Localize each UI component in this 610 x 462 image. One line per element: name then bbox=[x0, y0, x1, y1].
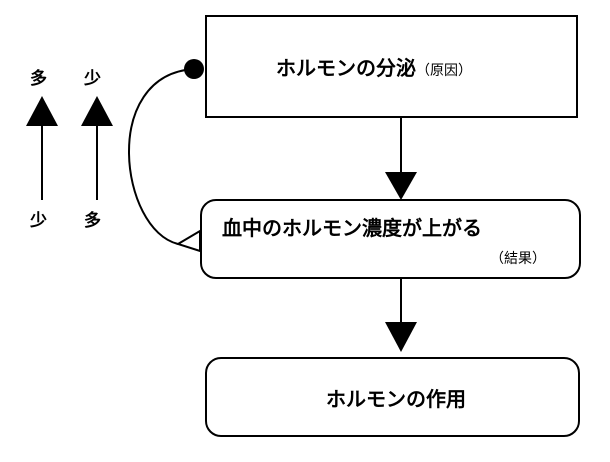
concentration-label: 血中のホルモン濃度が上がる bbox=[222, 216, 482, 240]
feedback-loop-curve bbox=[128, 68, 195, 245]
arrow-secretion-to-concentration-head bbox=[385, 172, 417, 200]
legend-arrow-2-head bbox=[81, 96, 113, 126]
secretion-note: （原因） bbox=[416, 63, 472, 79]
concentration-box bbox=[200, 199, 581, 279]
legend-2-top-label: 少 bbox=[84, 69, 101, 89]
action-box bbox=[205, 357, 580, 437]
legend-2-bottom-label: 多 bbox=[84, 211, 101, 231]
secretion-label-wrap: ホルモンの分泌（原因） bbox=[276, 52, 472, 81]
feedback-loop-start-dot bbox=[184, 59, 204, 79]
action-label: ホルモンの作用 bbox=[326, 387, 466, 411]
legend-1-top-label: 多 bbox=[30, 69, 47, 89]
arrow-concentration-to-action-head bbox=[385, 322, 417, 352]
secretion-box bbox=[205, 15, 578, 118]
legend-arrow-1-head bbox=[26, 96, 58, 126]
concentration-note: （結果） bbox=[490, 251, 546, 267]
feedback-loop-open-arrowhead bbox=[175, 229, 201, 253]
legend-1-bottom-label: 少 bbox=[30, 211, 47, 231]
secretion-label: ホルモンの分泌 bbox=[276, 56, 416, 80]
